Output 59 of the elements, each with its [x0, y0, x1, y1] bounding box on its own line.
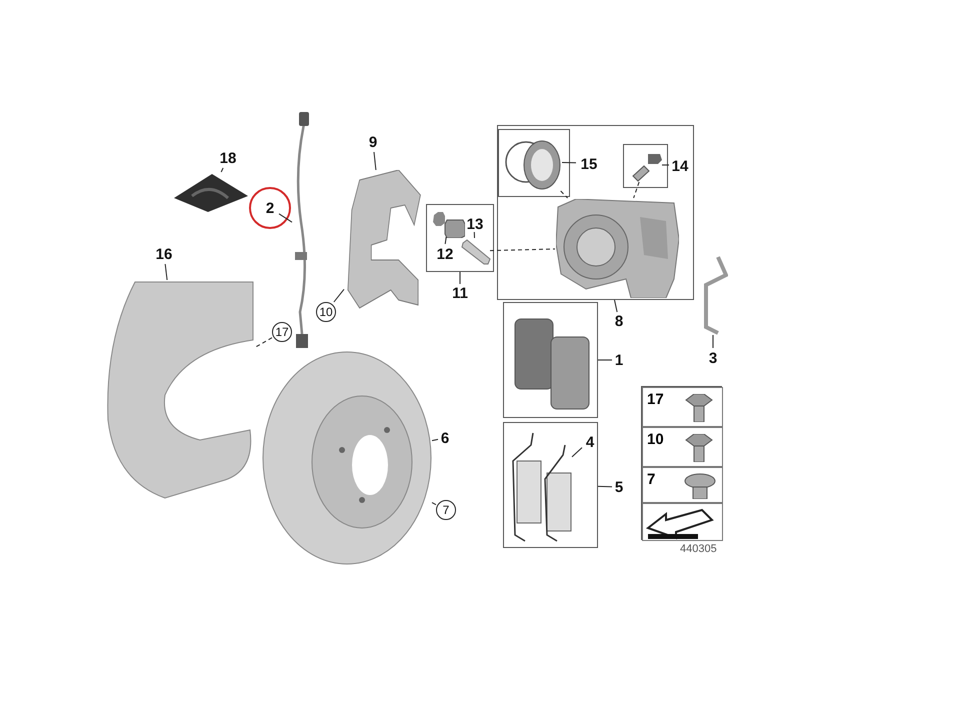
- part-number: 10: [647, 431, 664, 448]
- leader-line: [572, 447, 582, 458]
- guide-sleeve-drawing: [433, 212, 465, 238]
- leader-line: [432, 502, 436, 506]
- callout-number: 13: [464, 215, 486, 233]
- callout-number: 17: [272, 322, 292, 342]
- callout-number: 12: [434, 245, 456, 263]
- table-cell: [642, 387, 723, 427]
- table-cell: [642, 503, 723, 541]
- table-cell: [642, 467, 723, 503]
- callout-number: 14: [670, 156, 690, 176]
- leader-line: [662, 164, 670, 166]
- group-frame: [503, 422, 598, 548]
- callout-number: 3: [706, 348, 720, 368]
- wear-sensor-clips-drawing: [511, 431, 573, 543]
- mat-drawing: [172, 172, 250, 214]
- dashed-leader-line: [560, 190, 568, 198]
- brake-caliper-drawing: [556, 199, 679, 298]
- group-frame: [623, 144, 668, 188]
- leader-line: [614, 300, 618, 312]
- callout-number: 7: [436, 500, 456, 520]
- table-cell: [642, 427, 723, 467]
- leader-line: [474, 232, 475, 238]
- dashed-leader-line: [633, 182, 640, 198]
- leader-line: [333, 288, 344, 302]
- brake-disc-drawing: [262, 350, 432, 565]
- leader-line: [220, 168, 224, 172]
- group-frame: [503, 302, 598, 418]
- callout-number: 4: [583, 433, 597, 451]
- group-frame: [426, 204, 494, 272]
- group-frame: [641, 386, 722, 540]
- leader-line: [432, 438, 438, 442]
- callout-number: 6: [438, 428, 452, 448]
- callout-number: 10: [316, 302, 336, 322]
- leader-line: [598, 486, 612, 488]
- leader-line: [278, 213, 292, 223]
- part-number: 17: [647, 391, 664, 408]
- group-frame: [497, 125, 694, 300]
- callout-number: 18: [215, 148, 241, 168]
- guide-pin-drawing: [461, 239, 491, 265]
- leader-line: [444, 236, 447, 244]
- heat-shield-drawing: [105, 280, 255, 500]
- drawing-number: 440305: [680, 543, 717, 555]
- leader-line: [712, 334, 714, 348]
- part-number: 7: [647, 471, 656, 488]
- callout-number: 5: [612, 477, 626, 497]
- callout-number: 1: [612, 350, 626, 370]
- callout-number: 11: [449, 284, 471, 302]
- callout-number: 9: [364, 132, 382, 152]
- callout-number: 2: [261, 199, 279, 217]
- leader-line: [164, 264, 168, 280]
- dashed-leader-line: [490, 248, 556, 252]
- callout-number: 16: [153, 244, 175, 264]
- group-frame: [498, 129, 570, 197]
- dashed-leader-line: [254, 337, 272, 348]
- callout-number: 15: [577, 154, 601, 174]
- leader-line: [374, 152, 376, 170]
- leader-line: [562, 162, 576, 164]
- callout-number: 8: [612, 312, 626, 330]
